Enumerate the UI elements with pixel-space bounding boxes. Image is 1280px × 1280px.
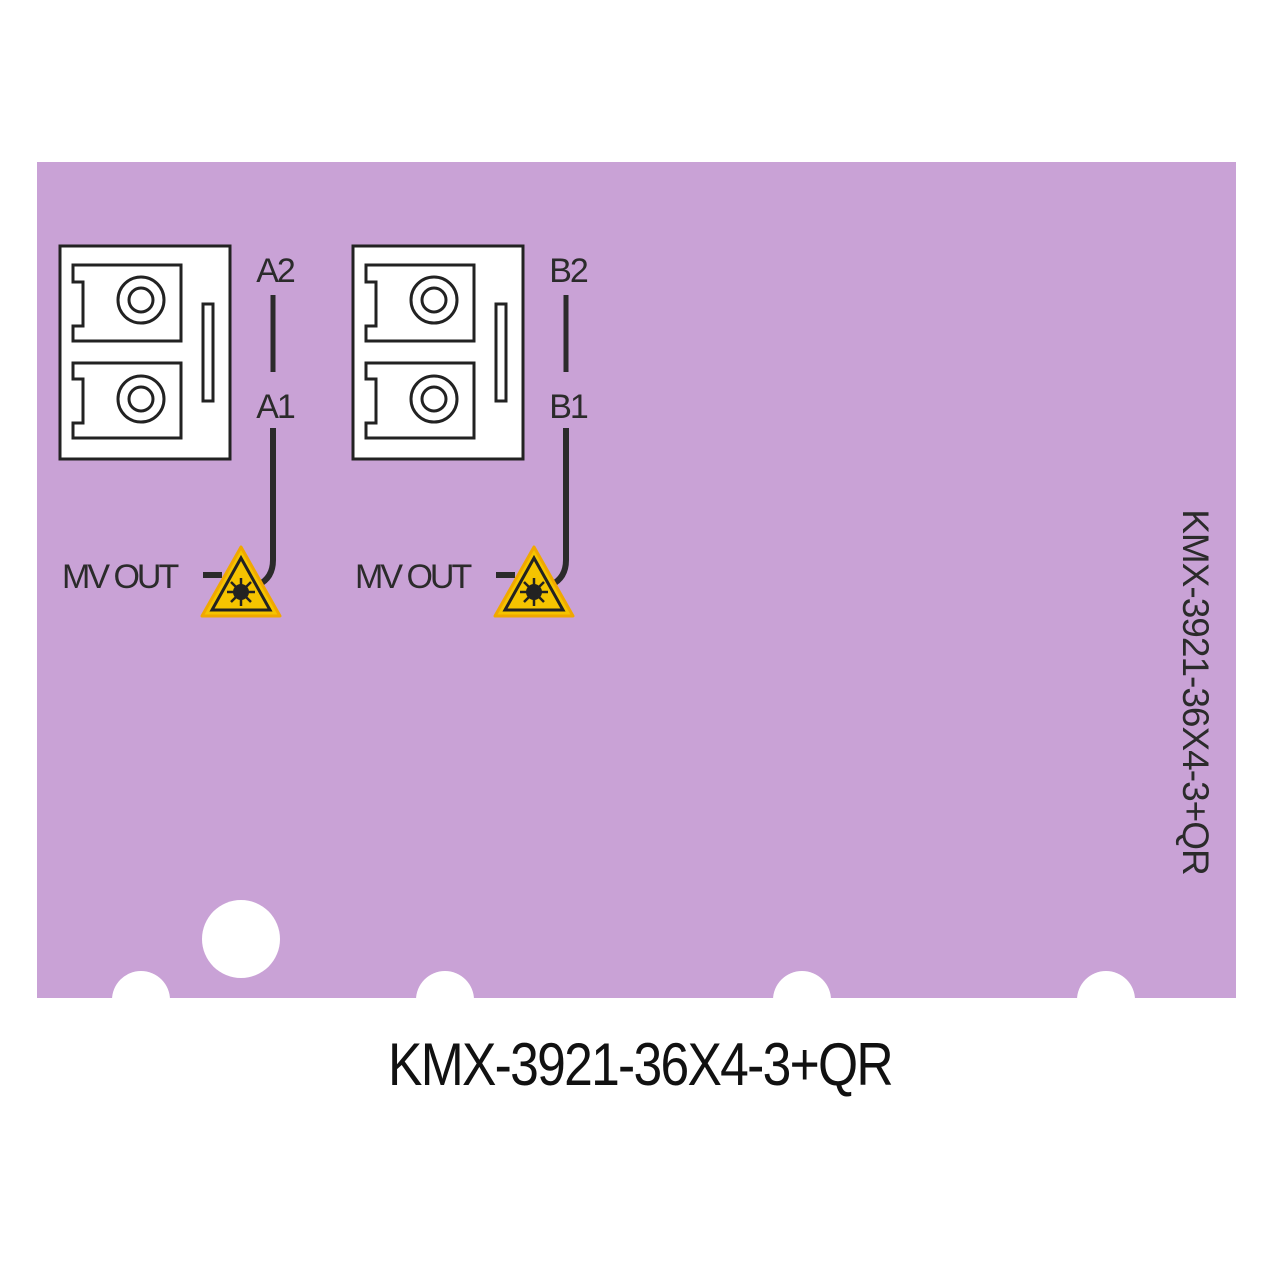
edge-notch [416,971,474,1029]
lc-duplex-connector-icon[interactable] [58,244,232,461]
output-label-a: MV OUT [62,558,178,596]
model-label: KMX-3921-36X4-3+QR [388,1031,894,1098]
output-label-b: MV OUT [355,558,471,596]
port-label-a1: A1 [256,388,295,426]
port-label-b1: B1 [549,388,588,426]
port-label-b2: B2 [549,252,588,290]
model-caption: KMX-3921-36X4-3+QR [0,1030,1280,1099]
lc-duplex-connector-icon[interactable] [351,244,525,461]
laser-warning-icon [200,545,282,618]
module-a [58,244,282,618]
side-model-label: KMX-3921-36X4-3+QR [1175,509,1216,875]
port-label-a2: A2 [256,252,295,290]
module-b [351,244,575,618]
edge-notch [112,971,170,1029]
laser-warning-icon [493,545,575,618]
mounting-hole [202,900,280,978]
edge-notch [1077,971,1135,1029]
edge-notch [773,971,831,1029]
